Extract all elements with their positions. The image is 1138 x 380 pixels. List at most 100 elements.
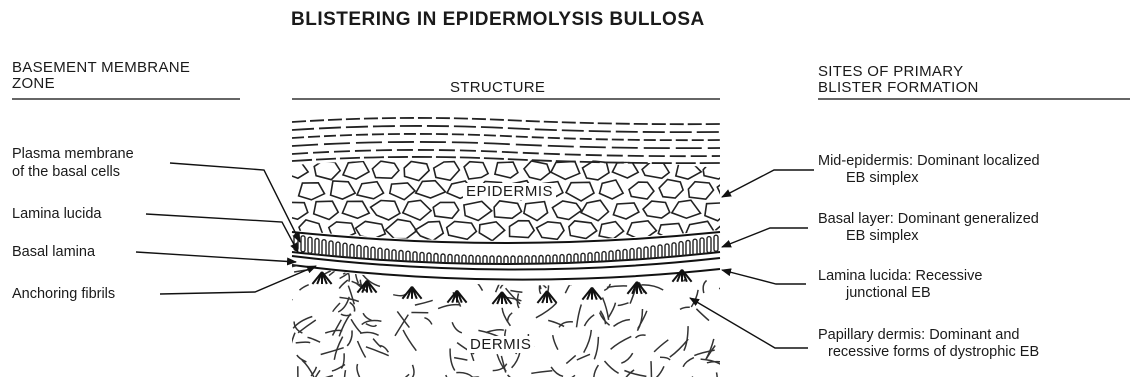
collagen-fiber xyxy=(584,315,594,326)
anchoring-fibril xyxy=(582,288,601,300)
epidermal-cell xyxy=(581,200,608,220)
collagen-fiber xyxy=(311,367,316,376)
collagen-fiber xyxy=(684,326,688,351)
epidermal-cell xyxy=(569,221,597,239)
collagen-fiber xyxy=(293,317,312,329)
collagen-fiber xyxy=(456,372,474,378)
collagen-fiber xyxy=(696,309,709,321)
label-anchoring-fibrils: Anchoring fibrils xyxy=(12,285,115,303)
epidermal-cell xyxy=(613,203,639,219)
collagen-fiber xyxy=(348,286,354,305)
site-lamina-lucida: Lamina lucida: Recessive junctional EB xyxy=(818,268,982,302)
epidermal-cell xyxy=(386,219,417,238)
collagen-fiber xyxy=(680,307,690,309)
site-papillary-line2: recessive forms of dystrophic EB xyxy=(818,344,1039,361)
header-right-line1: SITES OF PRIMARY xyxy=(818,64,979,80)
epidermis-cells xyxy=(282,159,743,240)
epidermal-cell xyxy=(643,201,670,218)
collagen-fiber xyxy=(339,314,350,337)
basal-cell xyxy=(616,250,620,266)
basal-cell xyxy=(651,246,655,262)
epidermal-cell xyxy=(343,161,369,179)
collagen-fiber xyxy=(468,377,479,378)
epidermal-cell xyxy=(464,201,492,220)
collagen-fiber xyxy=(641,285,663,290)
collagen-fiber xyxy=(302,360,315,378)
epidermal-cell xyxy=(282,162,308,178)
site-mid-epidermis: Mid-epidermis: Dominant localized EB sim… xyxy=(818,153,1040,187)
epidermal-cell xyxy=(716,220,743,240)
site-basal-layer-line2: EB simplex xyxy=(818,228,1039,245)
basal-cell xyxy=(329,241,333,257)
basal-cell xyxy=(371,247,375,263)
collagen-fiber xyxy=(531,371,552,374)
epidermal-cell xyxy=(342,201,369,218)
epidermal-cell xyxy=(331,181,356,199)
anchoring-fibril xyxy=(447,291,466,303)
collagen-fiber xyxy=(356,266,359,283)
epidermal-cell xyxy=(659,180,683,199)
collagen-fiber xyxy=(629,269,635,280)
site-basal-layer: Basal layer: Dominant generalized EB sim… xyxy=(818,211,1039,245)
collagen-fiber xyxy=(626,268,640,271)
collagen-fiber xyxy=(566,355,575,363)
collagen-fiber xyxy=(366,324,377,327)
collagen-fiber xyxy=(683,358,694,367)
header-basement-membrane-zone: BASEMENT MEMBRANE ZONE xyxy=(12,60,190,92)
basal-cell xyxy=(686,240,690,256)
basal-cell xyxy=(581,253,585,269)
collagen-fiber xyxy=(291,333,295,346)
site-lamina-lucida-line2: junctional EB xyxy=(818,285,982,302)
epidermal-cell xyxy=(356,221,386,238)
site-lamina-lucida-line1: Lamina lucida: Recessive xyxy=(818,268,982,285)
collagen-fiber xyxy=(415,300,433,305)
epidermal-cell xyxy=(371,201,400,221)
epidermal-cell xyxy=(390,183,415,200)
collagen-fiber xyxy=(614,320,630,327)
basal-cell xyxy=(609,251,613,267)
label-plasma-line1: Plasma membrane xyxy=(12,145,134,163)
collagen-fiber xyxy=(321,348,344,355)
epidermal-cell xyxy=(479,222,504,241)
collagen-fiber xyxy=(564,375,575,380)
epidermal-cell xyxy=(688,182,713,200)
collagen-fiber xyxy=(692,377,696,380)
collagen-fiber xyxy=(527,276,547,288)
epidermal-cell xyxy=(357,182,384,199)
epidermal-cell xyxy=(705,203,729,221)
epidermal-cell xyxy=(551,162,580,180)
collagen-fiber xyxy=(424,318,432,325)
epidermal-cell xyxy=(566,182,594,201)
basal-cell xyxy=(322,240,326,256)
epidermal-cell xyxy=(717,180,742,200)
basal-cell xyxy=(406,251,410,267)
basal-cell xyxy=(420,252,424,268)
collagen-fiber xyxy=(347,330,352,346)
collagen-fiber xyxy=(605,361,619,373)
collagen-fiber xyxy=(461,275,486,277)
header-left-line1: BASEMENT MEMBRANE xyxy=(12,60,190,76)
collagen-fiber xyxy=(551,367,563,376)
epidermal-cell xyxy=(524,202,548,221)
collagen-fiber xyxy=(577,354,590,360)
collagen-fiber xyxy=(473,272,497,279)
stratum-corneum xyxy=(292,118,720,163)
epidermal-cell xyxy=(299,183,325,200)
basal-cell xyxy=(413,252,417,268)
collagen-fiber xyxy=(594,337,598,359)
epidermal-cell xyxy=(524,161,550,180)
header-left-line2: ZONE xyxy=(12,76,190,92)
epidermal-cell xyxy=(583,161,610,180)
site-basal-layer-line1: Basal layer: Dominant generalized xyxy=(818,211,1039,228)
basal-cell xyxy=(378,248,382,264)
collagen-fiber xyxy=(719,288,724,304)
collagen-fiber xyxy=(577,305,582,328)
collagen-fiber xyxy=(308,337,321,342)
collagen-fiber xyxy=(611,336,632,349)
collagen-fiber xyxy=(565,271,578,293)
collagen-fiber xyxy=(703,281,706,294)
collagen-fiber xyxy=(300,285,309,291)
collagen-fiber xyxy=(607,286,627,287)
basal-cell xyxy=(644,247,648,263)
epidermal-cell xyxy=(314,162,340,180)
